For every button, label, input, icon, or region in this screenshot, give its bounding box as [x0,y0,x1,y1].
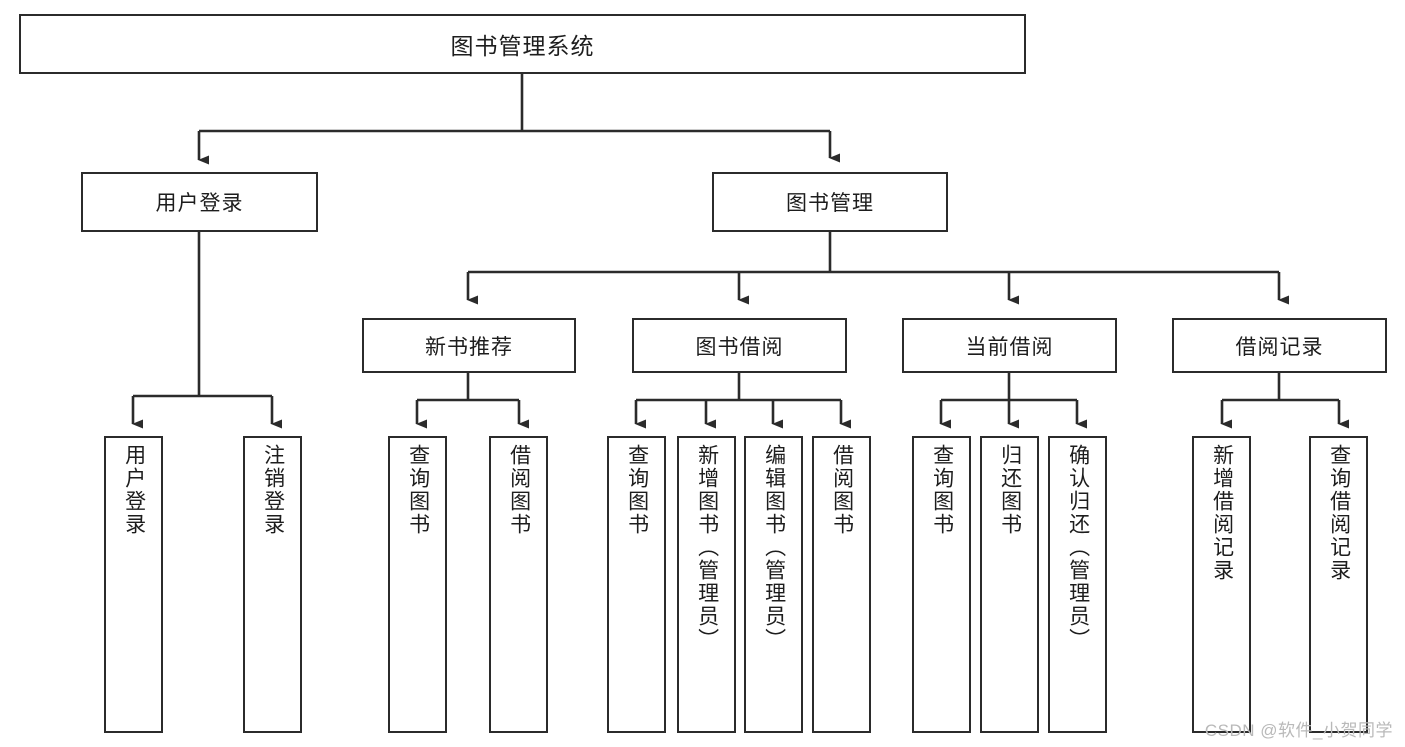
csdn-watermark: CSDN @软件_小贺同学 [1204,721,1393,740]
node-current-borrow-label: 当前借阅 [965,335,1054,359]
node-current-borrow[interactable]: 当前借阅 [902,318,1117,373]
leaf-query-book-3-label: 查询图书 [930,444,954,536]
leaf-edit-book-label: 编辑图书（管理员） [762,444,786,651]
leaf-confirm-return[interactable]: 确认归还（管理员） [1048,436,1107,733]
leaf-query-record[interactable]: 查询借阅记录 [1309,436,1368,733]
leaf-borrow-book-2-label: 借阅图书 [830,444,854,536]
node-new-book-recommend-label: 新书推荐 [425,335,513,359]
leaf-query-book-1-label: 查询图书 [406,444,430,536]
leaf-query-book-1[interactable]: 查询图书 [388,436,447,733]
leaf-logout[interactable]: 注销登录 [243,436,302,733]
node-borrow-record-label: 借阅记录 [1235,335,1324,359]
leaf-query-book-2-label: 查询图书 [625,444,649,536]
node-book-manage[interactable]: 图书管理 [712,172,948,232]
leaf-query-record-label: 查询借阅记录 [1327,444,1351,582]
leaf-user-login-label: 用户登录 [122,444,146,536]
node-user-login-label: 用户登录 [155,192,244,215]
leaf-add-book[interactable]: 新增图书（管理员） [677,436,736,733]
leaf-return-book-label: 归还图书 [998,444,1022,536]
node-book-borrow[interactable]: 图书借阅 [632,318,847,373]
leaf-user-login[interactable]: 用户登录 [104,436,163,733]
leaf-logout-label: 注销登录 [261,444,285,536]
leaf-borrow-book-1[interactable]: 借阅图书 [489,436,548,733]
node-borrow-record[interactable]: 借阅记录 [1172,318,1387,373]
node-root-label: 图书管理系统 [450,33,595,59]
leaf-borrow-book-2[interactable]: 借阅图书 [812,436,871,733]
leaf-add-book-label: 新增图书（管理员） [695,444,719,651]
node-root[interactable]: 图书管理系统 [19,14,1026,74]
leaf-confirm-return-label: 确认归还（管理员） [1066,444,1090,651]
leaf-add-record[interactable]: 新增借阅记录 [1192,436,1251,733]
node-book-borrow-label: 图书借阅 [695,335,784,359]
leaf-edit-book[interactable]: 编辑图书（管理员） [744,436,803,733]
leaf-return-book[interactable]: 归还图书 [980,436,1039,733]
node-book-manage-label: 图书管理 [786,192,874,215]
leaf-add-record-label: 新增借阅记录 [1210,444,1234,582]
leaf-borrow-book-1-label: 借阅图书 [507,444,531,536]
leaf-query-book-3[interactable]: 查询图书 [912,436,971,733]
leaf-query-book-2[interactable]: 查询图书 [607,436,666,733]
node-user-login[interactable]: 用户登录 [81,172,318,232]
node-new-book-recommend[interactable]: 新书推荐 [362,318,576,373]
